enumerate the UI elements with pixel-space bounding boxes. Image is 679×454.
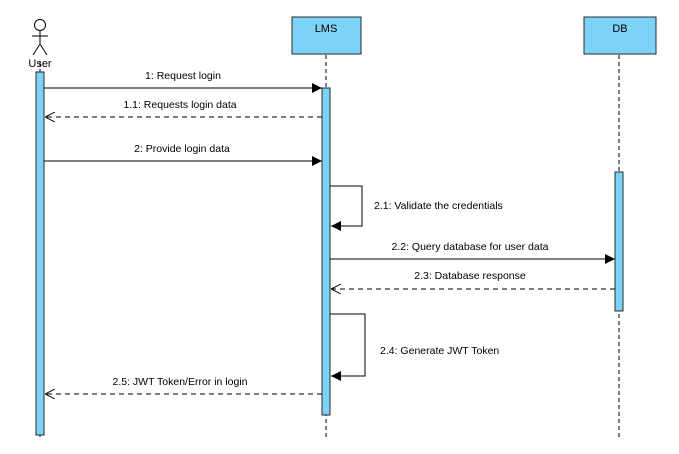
message-2-label: 2: Provide login data xyxy=(134,143,230,155)
message-2-1-label: 2.1: Validate the credentials xyxy=(374,200,503,212)
message-1-1-label: 1.1: Requests login data xyxy=(123,99,236,111)
db-participant-label: DB xyxy=(612,23,627,35)
user-actor-label: User xyxy=(28,58,52,70)
db-activation-bar xyxy=(614,171,624,312)
message-2-5-label: 2.5: JWT Token/Error in login xyxy=(112,376,247,388)
message-1-label: 1: Request login xyxy=(145,70,221,82)
lms-activation-bar xyxy=(321,87,331,416)
message-2-1-arrow xyxy=(330,185,363,231)
message-2-4-label: 2.4: Generate JWT Token xyxy=(380,345,499,357)
db-participant-box xyxy=(583,16,657,55)
user-actor-icon xyxy=(32,19,48,56)
lms-participant-label: LMS xyxy=(315,23,338,35)
message-2-2-label: 2.2: Query database for user data xyxy=(391,241,548,253)
lms-participant-box xyxy=(291,16,362,55)
message-2-3-label: 2.3: Database response xyxy=(414,270,526,282)
user-activation-bar xyxy=(35,71,45,436)
message-2-4-arrow xyxy=(330,313,366,381)
